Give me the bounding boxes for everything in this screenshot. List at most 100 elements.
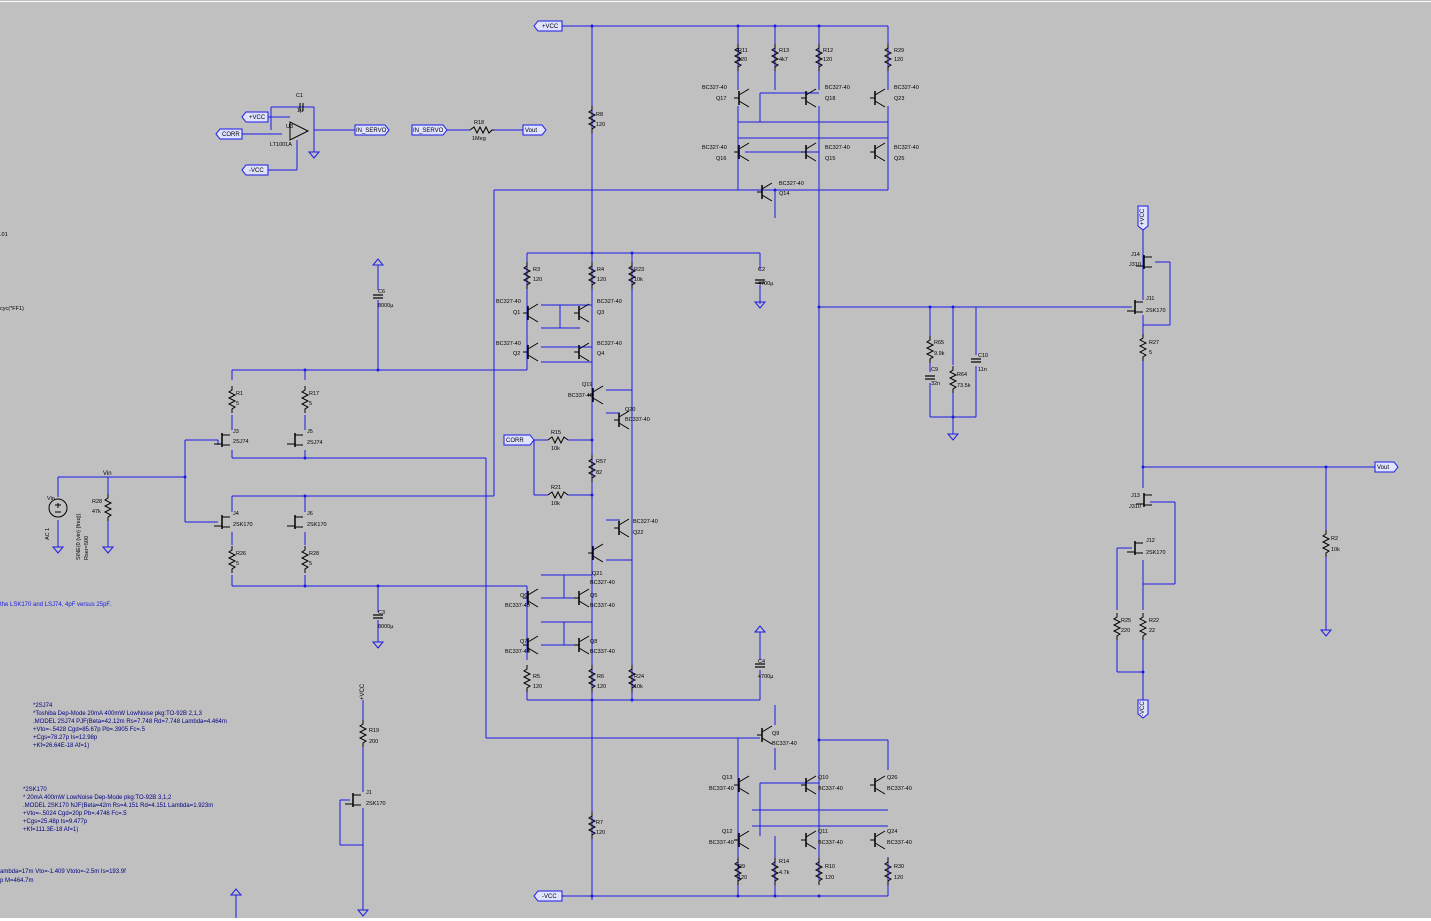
resistors <box>104 43 1330 886</box>
svg-text:BC337-40: BC337-40 <box>709 840 734 846</box>
svg-text:+Cgs=78.27p Is=12.98p: +Cgs=78.27p Is=12.98p <box>33 735 98 741</box>
svg-text:2SK170: 2SK170 <box>233 522 253 528</box>
svg-text:BC327-40: BC327-40 <box>702 145 727 151</box>
svg-text:10k: 10k <box>551 446 560 452</box>
svg-text:11n: 11n <box>978 367 987 373</box>
svg-text:J13: J13 <box>1131 493 1140 499</box>
svg-text:120: 120 <box>597 277 606 283</box>
net-label-corr-servo: CORR <box>215 128 243 140</box>
svg-text:Q12: Q12 <box>722 829 732 835</box>
svg-text:J310: J310 <box>1129 504 1141 510</box>
svg-text:5: 5 <box>309 561 312 567</box>
svg-text:C2: C2 <box>758 267 765 273</box>
svg-text:BC327-40: BC327-40 <box>597 341 622 347</box>
svg-text:Vout: Vout <box>1377 465 1389 471</box>
net-label-in-servo-in: IN_SERVO <box>411 124 448 136</box>
svg-text:J6: J6 <box>307 511 313 517</box>
svg-text:R28: R28 <box>309 551 319 557</box>
svg-text:2SK170: 2SK170 <box>307 522 327 528</box>
svg-text:82: 82 <box>596 470 602 476</box>
svg-text:Q4: Q4 <box>597 351 604 357</box>
svg-text:120: 120 <box>825 875 834 881</box>
svg-text:R18: R18 <box>474 120 484 126</box>
svg-text:CORR: CORR <box>506 438 524 444</box>
svg-text:-VCC: -VCC <box>1140 701 1146 716</box>
svg-text:120: 120 <box>738 57 747 63</box>
svg-text:Q23: Q23 <box>894 96 904 102</box>
svg-text:BC327-40: BC327-40 <box>496 341 521 347</box>
net-label-vout-servo: Vout <box>522 124 547 136</box>
svg-text:.MODEL 2SJ74 PJF(Beta=42.12m R: .MODEL 2SJ74 PJF(Beta=42.12m Rs=7.748 Rd… <box>33 719 227 725</box>
svg-text:10k: 10k <box>1331 547 1340 553</box>
svg-text:4.7k: 4.7k <box>779 870 790 876</box>
svg-text:J12: J12 <box>1146 538 1155 544</box>
svg-text:J310: J310 <box>1129 262 1141 268</box>
svg-text:+VCC: +VCC <box>1140 208 1146 225</box>
svg-text:1Meg: 1Meg <box>472 136 486 142</box>
svg-text:Q24: Q24 <box>887 829 897 835</box>
svg-text:2SK170: 2SK170 <box>366 801 386 807</box>
svg-text:J5: J5 <box>307 429 313 435</box>
svg-text:J3: J3 <box>233 429 239 435</box>
spice-notes: .01 cyc(*FF1) the LSK170 and LSJ74, 4pF … <box>0 232 227 884</box>
svg-text:120: 120 <box>894 875 903 881</box>
svg-text:Q3: Q3 <box>597 310 604 316</box>
svg-text:IN_SERVO: IN_SERVO <box>356 128 387 134</box>
svg-text:Rser=500: Rser=500 <box>84 536 90 560</box>
svg-text:cyc(*FF1): cyc(*FF1) <box>0 306 24 312</box>
svg-text:Vin: Vin <box>103 471 112 477</box>
net-label-servo-vcc: +VCC <box>241 111 269 123</box>
svg-text:p M=464.7m: p M=464.7m <box>0 878 34 884</box>
grounds <box>52 145 1332 917</box>
svg-text:120: 120 <box>533 684 542 690</box>
svg-text:5: 5 <box>236 561 239 567</box>
capacitors <box>299 103 982 668</box>
svg-text:BC337-40: BC337-40 <box>887 786 912 792</box>
svg-text:ambda=17m Vto=-1.409 Vtoto=-2.: ambda=17m Vto=-1.409 Vtoto=-2.5m Is=193.… <box>0 869 126 875</box>
svg-text:AC 1: AC 1 <box>45 528 51 540</box>
bottom-border <box>0 918 1431 921</box>
svg-text:LT1001A: LT1001A <box>270 142 292 148</box>
svg-text:2SJ74: 2SJ74 <box>307 440 323 446</box>
wire-net <box>57 25 1375 918</box>
svg-text:4700µ: 4700µ <box>758 674 774 680</box>
junction-dots <box>183 24 1328 898</box>
svg-text:C6: C6 <box>378 289 385 295</box>
svg-text:the LSK170 and LSJ74, 4pF vers: the LSK170 and LSJ74, 4pF versus 25pF. <box>0 602 111 608</box>
svg-text:R5: R5 <box>533 674 540 680</box>
net-label-corr-mid: CORR <box>503 434 535 446</box>
svg-text:BC337-40: BC337-40 <box>709 786 734 792</box>
svg-text:9.9k: 9.9k <box>934 351 945 357</box>
svg-text:Q11: Q11 <box>818 829 828 835</box>
svg-text:R21: R21 <box>551 485 561 491</box>
svg-text:R3: R3 <box>533 267 540 273</box>
net-label-servo-vcc-neg: -VCC <box>241 164 269 176</box>
svg-text:+VCC: +VCC <box>542 24 559 30</box>
svg-text:CORR: CORR <box>222 132 240 138</box>
svg-text:Q25: Q25 <box>894 156 904 162</box>
svg-text:47k: 47k <box>92 509 101 515</box>
svg-text:R12: R12 <box>823 48 833 54</box>
svg-text:R28: R28 <box>92 499 102 505</box>
svg-text:Q26: Q26 <box>887 775 897 781</box>
svg-text:BC327-40: BC327-40 <box>825 85 850 91</box>
svg-text:120: 120 <box>823 57 832 63</box>
svg-text:BC327-40: BC327-40 <box>590 580 615 586</box>
svg-text:*2SK170: *2SK170 <box>23 787 47 793</box>
svg-text:Q13: Q13 <box>722 775 732 781</box>
net-labels: +VCC -VCC +VCC -VCC CORR IN_SERVO IN_SER… <box>103 20 1399 902</box>
svg-text:R14: R14 <box>779 859 789 865</box>
svg-text:+VCC: +VCC <box>249 115 266 121</box>
svg-text:120: 120 <box>894 57 903 63</box>
svg-text:Q5: Q5 <box>590 593 597 599</box>
svg-text:4k7: 4k7 <box>779 57 788 63</box>
transistors <box>48 88 1153 850</box>
svg-text:Vout: Vout <box>525 128 537 134</box>
svg-text:J1: J1 <box>366 790 372 796</box>
svg-text:BC327-40: BC327-40 <box>779 181 804 187</box>
net-label-vcc-j1: +VCC <box>360 683 366 700</box>
svg-text:BC327-40: BC327-40 <box>825 145 850 151</box>
svg-text:C3: C3 <box>378 610 385 616</box>
